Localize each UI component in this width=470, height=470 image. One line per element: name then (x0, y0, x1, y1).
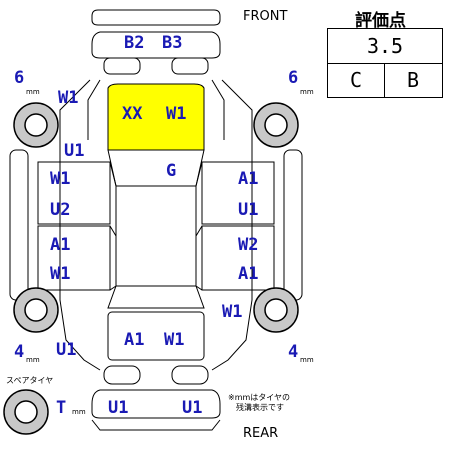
note-line-2: 残溝表示です (236, 403, 284, 412)
hood-panel-highlight (107, 83, 205, 151)
headlight-right (171, 57, 209, 75)
note-line-1: ※mmはタイヤの (228, 393, 291, 402)
tire-front-left-tread: 6 (14, 68, 25, 88)
tire-front-right-tread: 6 (288, 68, 299, 88)
tire-front-left-unit: mm (26, 88, 40, 96)
front-left-fender-code: W1 (58, 88, 79, 108)
right-rear-door-code-1: W2 (238, 235, 259, 255)
score-title: 評価点 (355, 11, 406, 31)
rear-glass-label-b2: B2 (124, 33, 145, 53)
rear-left-corner-code: U1 (56, 340, 77, 360)
headlight-left (103, 57, 141, 75)
tire-rear-right-tread: 4 (288, 342, 299, 362)
hood-code-2: W1 (166, 104, 187, 124)
interior-grade: C (328, 64, 385, 97)
tire-rear-left-unit: mm (26, 356, 40, 364)
spare-tire-tread: T (56, 398, 67, 418)
trunk-outline (107, 311, 205, 361)
left-front-door-code-2: U2 (50, 200, 71, 220)
hood-code-1: XX (122, 104, 143, 124)
trunk-code-2: W1 (164, 330, 185, 350)
front-left-corner-code: U1 (64, 141, 85, 161)
front-grille-outline (91, 31, 221, 59)
left-front-door-outline (37, 161, 111, 225)
tire-rear-right-unit: mm (300, 356, 314, 364)
rear-bumper-right-code: U1 (182, 398, 203, 418)
right-rear-door-outline (201, 225, 275, 291)
roof-code: G (166, 161, 177, 181)
tire-front-right-unit: mm (300, 88, 314, 96)
score-table: 3.5 C B (327, 28, 443, 98)
right-front-door-outline (201, 161, 275, 225)
taillight-left (103, 365, 141, 385)
tire-rear-left-tread: 4 (14, 342, 25, 362)
exterior-grade: B (406, 68, 420, 92)
spare-tire-unit: mm (72, 408, 86, 416)
right-front-door-code-1: A1 (238, 169, 259, 189)
trunk-code-1: A1 (124, 330, 145, 350)
front-bumper-outline (91, 9, 221, 26)
windshield-outline (107, 149, 205, 187)
right-front-door-code-2: U1 (238, 200, 259, 220)
rear-glass-label-b3: B3 (162, 33, 183, 53)
left-rear-door-code-1: A1 (50, 235, 71, 255)
right-sill (283, 149, 303, 301)
front-label: FRONT (243, 9, 288, 24)
left-sill (9, 149, 29, 301)
rear-window-outline (107, 285, 205, 309)
taillight-right (171, 365, 209, 385)
rear-bumper-outline (91, 389, 221, 419)
overall-score: 3.5 (328, 29, 442, 64)
roof-outline (115, 185, 197, 287)
left-front-door-code-1: W1 (50, 169, 71, 189)
left-rear-door-outline (37, 225, 111, 291)
rear-bumper-left-code: U1 (108, 398, 129, 418)
spare-tire-label: スペアタイヤ (6, 376, 54, 385)
body-outline-left (59, 79, 101, 371)
body-outline-right (211, 79, 253, 371)
right-rear-door-code-2: A1 (238, 264, 259, 284)
right-rear-quarter-code: W1 (222, 302, 243, 322)
left-rear-door-code-2: W1 (50, 264, 71, 284)
rear-label: REAR (243, 426, 279, 441)
